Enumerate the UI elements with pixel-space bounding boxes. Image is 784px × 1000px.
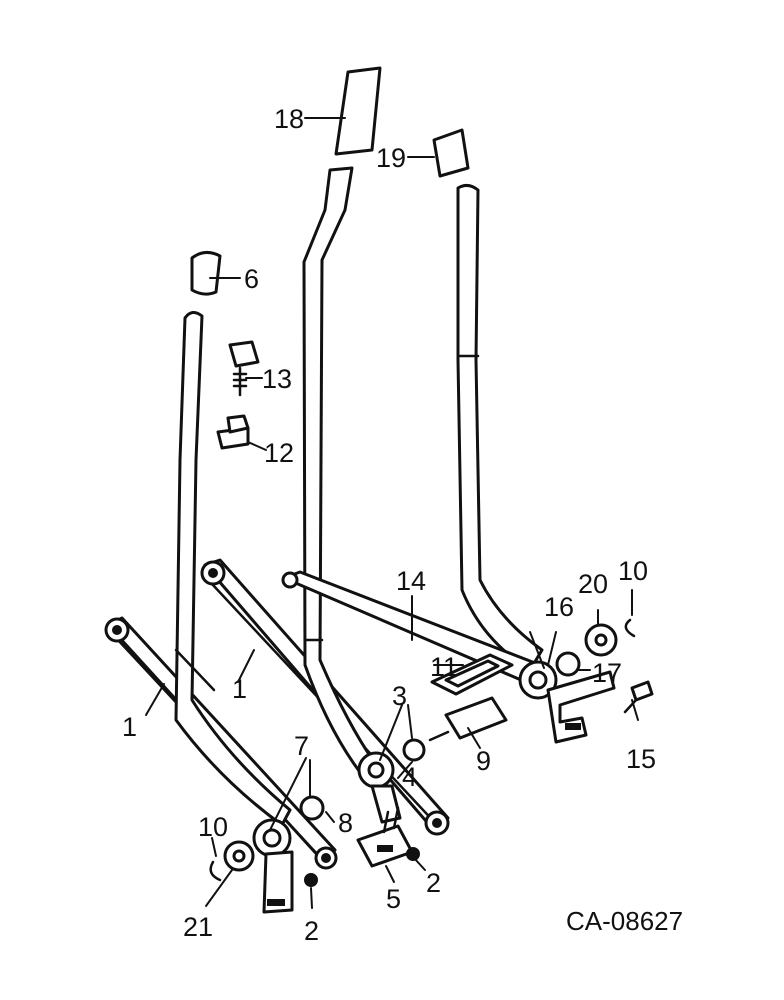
lock-block-12	[216, 414, 250, 450]
pin-9	[428, 696, 508, 742]
callout-12: 12	[264, 438, 294, 468]
bolt-15	[623, 680, 654, 714]
callout-11: 11	[430, 652, 458, 682]
callout-7: 7	[294, 731, 309, 761]
shift-lever-left	[174, 311, 292, 827]
callout-2-left: 2	[304, 916, 319, 946]
callout-10-left: 10	[198, 812, 228, 842]
bushing-7	[299, 795, 325, 821]
lock-bracket-13	[228, 340, 260, 397]
clip-10-left	[209, 860, 222, 882]
callout-20: 20	[578, 569, 608, 599]
callout-5: 5	[386, 884, 401, 914]
callout-10-right: 10	[618, 556, 648, 586]
callout-15: 15	[626, 744, 656, 774]
callout-1-left: 1	[122, 712, 137, 742]
screws-8	[382, 806, 400, 834]
callout-13: 13	[262, 364, 292, 394]
washer-20	[584, 623, 618, 657]
nut-2-left	[304, 873, 318, 887]
knob-18	[334, 66, 382, 156]
callout-21: 21	[183, 912, 213, 942]
callout-19: 19	[376, 143, 406, 173]
knob-19	[432, 128, 470, 178]
bushing-17	[555, 651, 581, 677]
clip-10-right	[624, 618, 636, 638]
callout-2-middle: 2	[426, 868, 441, 898]
callout-3: 3	[392, 681, 407, 711]
leader-lines	[145, 117, 639, 909]
callout-9: 9	[476, 746, 491, 776]
drawing-number: CA-08627	[566, 906, 683, 936]
bushing-4	[402, 738, 426, 762]
shift-lever-middle	[302, 166, 382, 782]
callout-6: 6	[244, 264, 259, 294]
pivot-hub-middle	[357, 751, 402, 824]
rod-end-left	[314, 846, 338, 870]
pivot-hub-right	[518, 660, 616, 744]
callout-18: 18	[274, 104, 304, 134]
gasket-11	[430, 653, 514, 696]
callout-14: 14	[396, 566, 426, 596]
callout-8: 8	[338, 808, 353, 838]
callout-1-middle: 1	[232, 674, 247, 704]
pivot-hub-left	[252, 818, 294, 914]
callout-labels: 6 18 19 13 12 14 10 20 16 11 17 3 15 9 4…	[122, 104, 656, 946]
shift-lever-right	[456, 183, 544, 672]
washer-21	[223, 840, 255, 872]
knob-6	[190, 251, 222, 296]
nut-2-middle	[406, 847, 420, 861]
callout-4: 4	[402, 762, 417, 792]
callout-17: 17	[592, 658, 622, 688]
callout-16: 16	[544, 592, 574, 622]
